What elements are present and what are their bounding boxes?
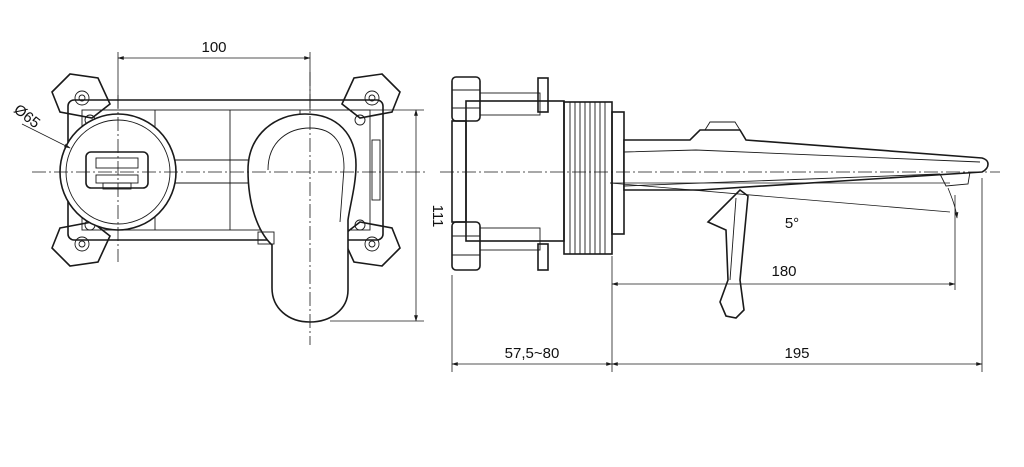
mixer-lever — [247, 113, 357, 323]
side-view: 5° 180 57,5~80 195 — [440, 76, 1000, 372]
threaded-sleeve — [563, 101, 613, 255]
mounting-ear — [51, 221, 111, 267]
front-view: 100 111 Ø65 — [10, 39, 446, 345]
dim-front-diameter: Ø65 — [10, 101, 43, 132]
mounting-ear — [341, 73, 401, 119]
dim-front-width: 100 — [201, 39, 226, 56]
spout — [623, 121, 989, 191]
dim-front-height: 111 — [429, 205, 446, 228]
mounting-ear — [51, 73, 111, 119]
mounting-ear — [341, 221, 401, 267]
dim-side-projection: 195 — [784, 345, 809, 362]
side-lever — [706, 188, 749, 319]
dim-side-angle: 5° — [785, 215, 799, 232]
dim-side-depth: 57,5~80 — [505, 345, 560, 362]
dim-side-spout: 180 — [771, 263, 796, 280]
